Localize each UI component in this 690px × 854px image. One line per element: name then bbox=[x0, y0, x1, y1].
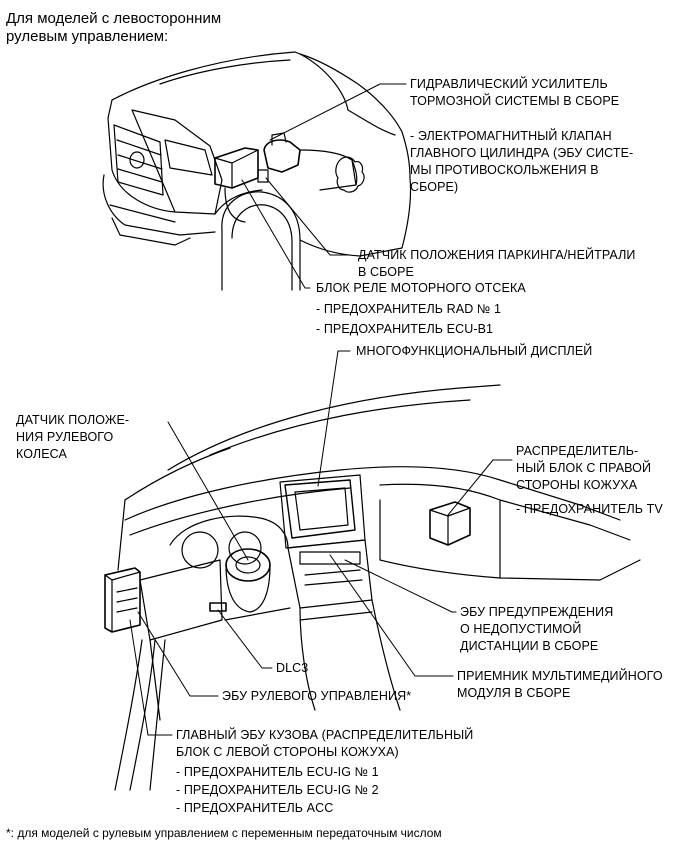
label-dlc3: DLC3 bbox=[276, 661, 309, 675]
page-heading: Для моделей с левосторонним рулевым упра… bbox=[6, 10, 222, 45]
label-main-body-ecu: ГЛАВНЫЙ ЭБУ КУЗОВА (РАСПРЕДЕЛИТЕЛЬНЫЙ БЛ… bbox=[176, 728, 474, 759]
label-fuse-ecu-ig1: - ПРЕДОХРАНИТЕЛЬ ECU-IG № 1 bbox=[176, 765, 379, 779]
label-fuse-acc: - ПРЕДОХРАНИТЕЛЬ ACC bbox=[176, 801, 334, 815]
label-right-junction-block: РАСПРЕДЕЛИТЕЛЬ- НЫЙ БЛОК С ПРАВОЙ СТОРОН… bbox=[516, 444, 652, 492]
label-fuse-rad: - ПРЕДОХРАНИТЕЛЬ RAD № 1 bbox=[316, 302, 502, 316]
label-fuse-ecu-ig2: - ПРЕДОХРАНИТЕЛЬ ECU-IG № 2 bbox=[176, 783, 379, 797]
label-distance-warning-ecu: ЭБУ ПРЕДУПРЕЖДЕНИЯ О НЕДОПУСТИМОЙ ДИСТАН… bbox=[460, 605, 614, 653]
label-multi-display: МНОГОФУНКЦИОНАЛЬНЫЙ ДИСПЛЕЙ bbox=[356, 344, 593, 358]
label-fuse-ecu-b1: - ПРЕДОХРАНИТЕЛЬ ECU-B1 bbox=[316, 322, 494, 336]
label-engine-relay-block: БЛОК РЕЛЕ МОТОРНОГО ОТСЕКА bbox=[316, 281, 526, 295]
label-park-neutral-sensor: ДАТЧИК ПОЛОЖЕНИЯ ПАРКИНГА/НЕЙТРАЛИ В СБО… bbox=[358, 248, 636, 279]
label-multimedia-receiver: ПРИЕМНИК МУЛЬТИМЕДИЙНОГО МОДУЛЯ В СБОРЕ bbox=[457, 669, 663, 700]
label-solenoid-valve: - ЭЛЕКТРОМАГНИТНЫЙ КЛАПАН ГЛАВНОГО ЦИЛИН… bbox=[410, 129, 634, 194]
dashboard-illustration bbox=[104, 384, 641, 791]
leader-lines bbox=[129, 83, 513, 736]
vehicle-front-illustration bbox=[102, 51, 412, 291]
label-fuse-tv: - ПРЕДОХРАНИТЕЛЬ TV bbox=[516, 502, 663, 516]
label-steering-ecu: ЭБУ РУЛЕВОГО УПРАВЛЕНИЯ* bbox=[222, 689, 412, 703]
label-hydraulic-booster: ГИДРАВЛИЧЕСКИЙ УСИЛИТЕЛЬ ТОРМОЗНОЙ СИСТЕ… bbox=[410, 77, 620, 108]
footnote: *: для моделей с рулевым управлением с п… bbox=[6, 826, 442, 840]
label-steering-sensor: ДАТЧИК ПОЛОЖЕ- НИЯ РУЛЕВОГО КОЛЕСА bbox=[16, 413, 130, 461]
